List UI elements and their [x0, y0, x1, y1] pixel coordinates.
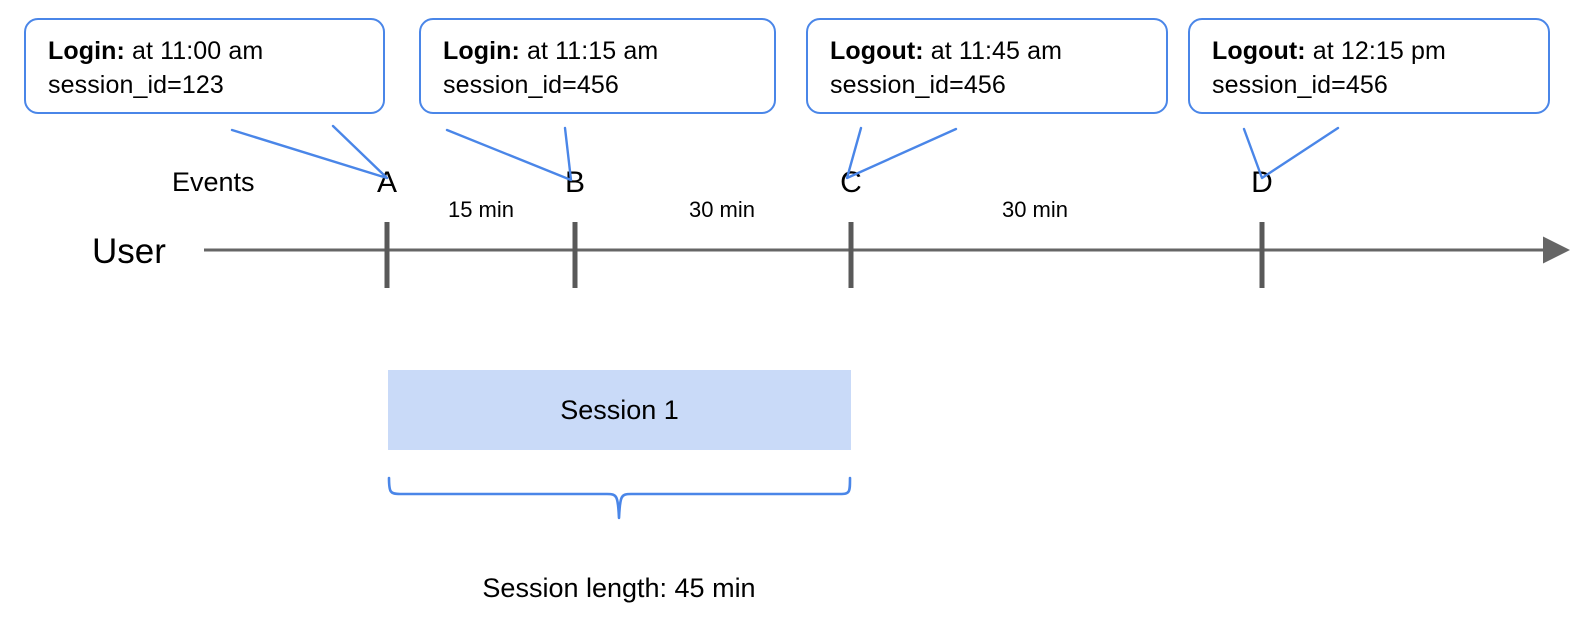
- callout-tail-a-icon: [230, 124, 389, 180]
- callout-tail-b-icon: [445, 126, 573, 182]
- callout-bubble-c: Logout: at 11:45 am session_id=456: [806, 18, 1168, 114]
- duration-label-cd: 30 min: [1001, 197, 1069, 222]
- duration-label-bc: 30 min: [688, 197, 756, 222]
- callout-bubble-b: Login: at 11:15 am session_id=456: [419, 18, 776, 114]
- marker-label-a: A: [376, 166, 398, 199]
- marker-label-c: C: [840, 166, 862, 199]
- user-row-label: User: [92, 232, 166, 271]
- callout-a-lead: Login:: [48, 37, 125, 65]
- session-bar: Session 1: [388, 370, 851, 450]
- callout-b-lead: Login:: [443, 37, 520, 65]
- callout-d-detail: at 12:15 pm: [1305, 37, 1446, 65]
- callout-bubble-d: Logout: at 12:15 pm session_id=456: [1188, 18, 1550, 114]
- marker-label-d: D: [1251, 166, 1273, 199]
- session-bar-label: Session 1: [560, 394, 679, 425]
- callout-a-session: session_id=123: [48, 71, 224, 99]
- brace-icon: [387, 476, 852, 520]
- callout-b-detail: at 11:15 am: [519, 37, 659, 65]
- callout-c-lead: Logout:: [830, 37, 924, 65]
- callout-a-detail: at 11:00 am: [124, 37, 264, 65]
- duration-label-ab: 15 min: [447, 197, 515, 222]
- events-row-label: Events: [172, 167, 255, 197]
- callout-tail-c-icon: [845, 126, 958, 180]
- callout-bubble-a: Login: at 11:00 am session_id=123: [24, 18, 385, 114]
- marker-label-b: B: [564, 166, 586, 199]
- callout-d-lead: Logout:: [1212, 37, 1306, 65]
- callout-b-session: session_id=456: [443, 71, 619, 99]
- callout-c-session: session_id=456: [830, 71, 1006, 99]
- session-length-caption: Session length: 45 min: [482, 573, 756, 603]
- callout-d-session: session_id=456: [1212, 71, 1388, 99]
- callout-c-detail: at 11:45 am: [923, 37, 1063, 65]
